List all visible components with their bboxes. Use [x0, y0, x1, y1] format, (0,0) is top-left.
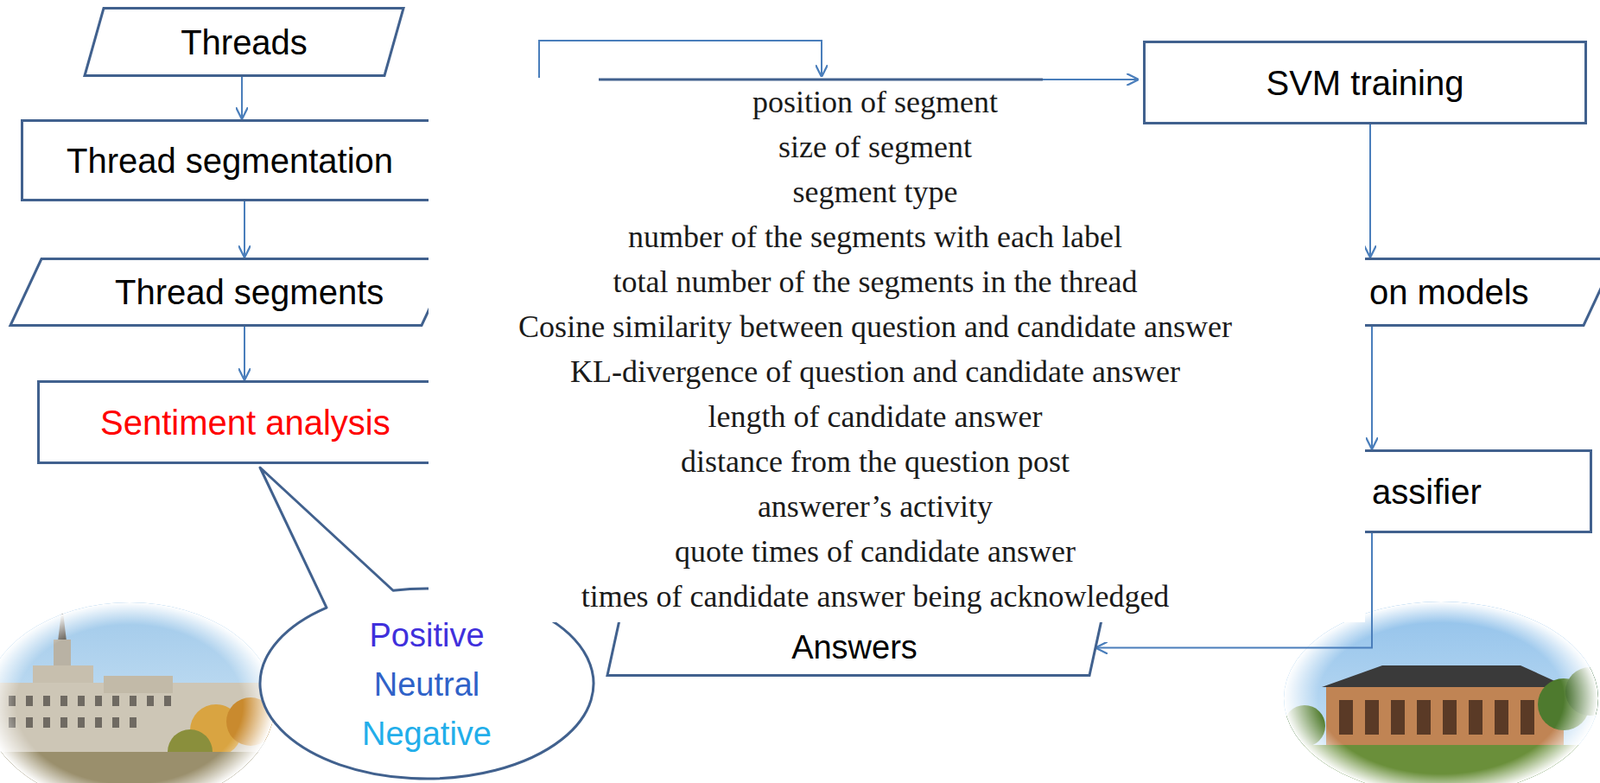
sentiment-label: Neutral — [258, 660, 596, 710]
bracket-line — [539, 40, 822, 78]
process-box: SVM training — [1142, 40, 1588, 125]
flow-arrow — [243, 326, 246, 381]
box-label: SVM training — [1266, 63, 1465, 103]
feature-label: KL-divergence of question and candidate … — [428, 349, 1322, 394]
flow-arrow — [241, 76, 243, 120]
box-label: Thread segments — [114, 272, 384, 312]
feature-label: distance from the question post — [428, 438, 1322, 484]
feature-label: segment type — [428, 169, 1322, 215]
feature-panel: position of segmentsize of segmentsegmen… — [428, 79, 1366, 623]
feature-label: length of candidate answer — [428, 393, 1322, 439]
hidden-box-edge — [598, 78, 1043, 82]
feature-label: total number of the segments in the thre… — [428, 259, 1322, 305]
arrow-line — [1042, 78, 1139, 81]
main-building-photo — [0, 596, 277, 783]
input-parallelogram: Threads — [84, 6, 404, 77]
feature-label: Cosine similarity between question and c… — [428, 304, 1322, 350]
feature-label: answerer’s activity — [428, 483, 1322, 529]
process-box: Sentiment analysis — [37, 380, 453, 464]
box-label: Sentiment analysis — [100, 402, 391, 443]
flow-arrow — [1369, 124, 1372, 258]
box-label: Answers — [791, 628, 918, 667]
box-label: assifier — [1371, 471, 1482, 512]
feature-label: times of candidate answer being acknowle… — [428, 573, 1322, 619]
library-photo — [1278, 596, 1600, 783]
sentiment-label: Negative — [258, 709, 596, 759]
feature-label: number of the segments with each label — [428, 214, 1322, 260]
box-label: Thread segmentation — [66, 140, 394, 181]
feature-label: quote times of candidate answer — [428, 528, 1322, 574]
output-parallelogram: Answers — [607, 618, 1102, 677]
flow-arrow — [243, 201, 246, 258]
data-parallelogram: Thread segments — [10, 257, 453, 327]
process-box: Thread segmentation — [20, 119, 453, 202]
box-label: Threads — [180, 22, 308, 63]
flow-arrow — [1371, 326, 1373, 450]
feature-label: size of segment — [428, 124, 1322, 170]
box-label: on models — [1369, 272, 1530, 312]
